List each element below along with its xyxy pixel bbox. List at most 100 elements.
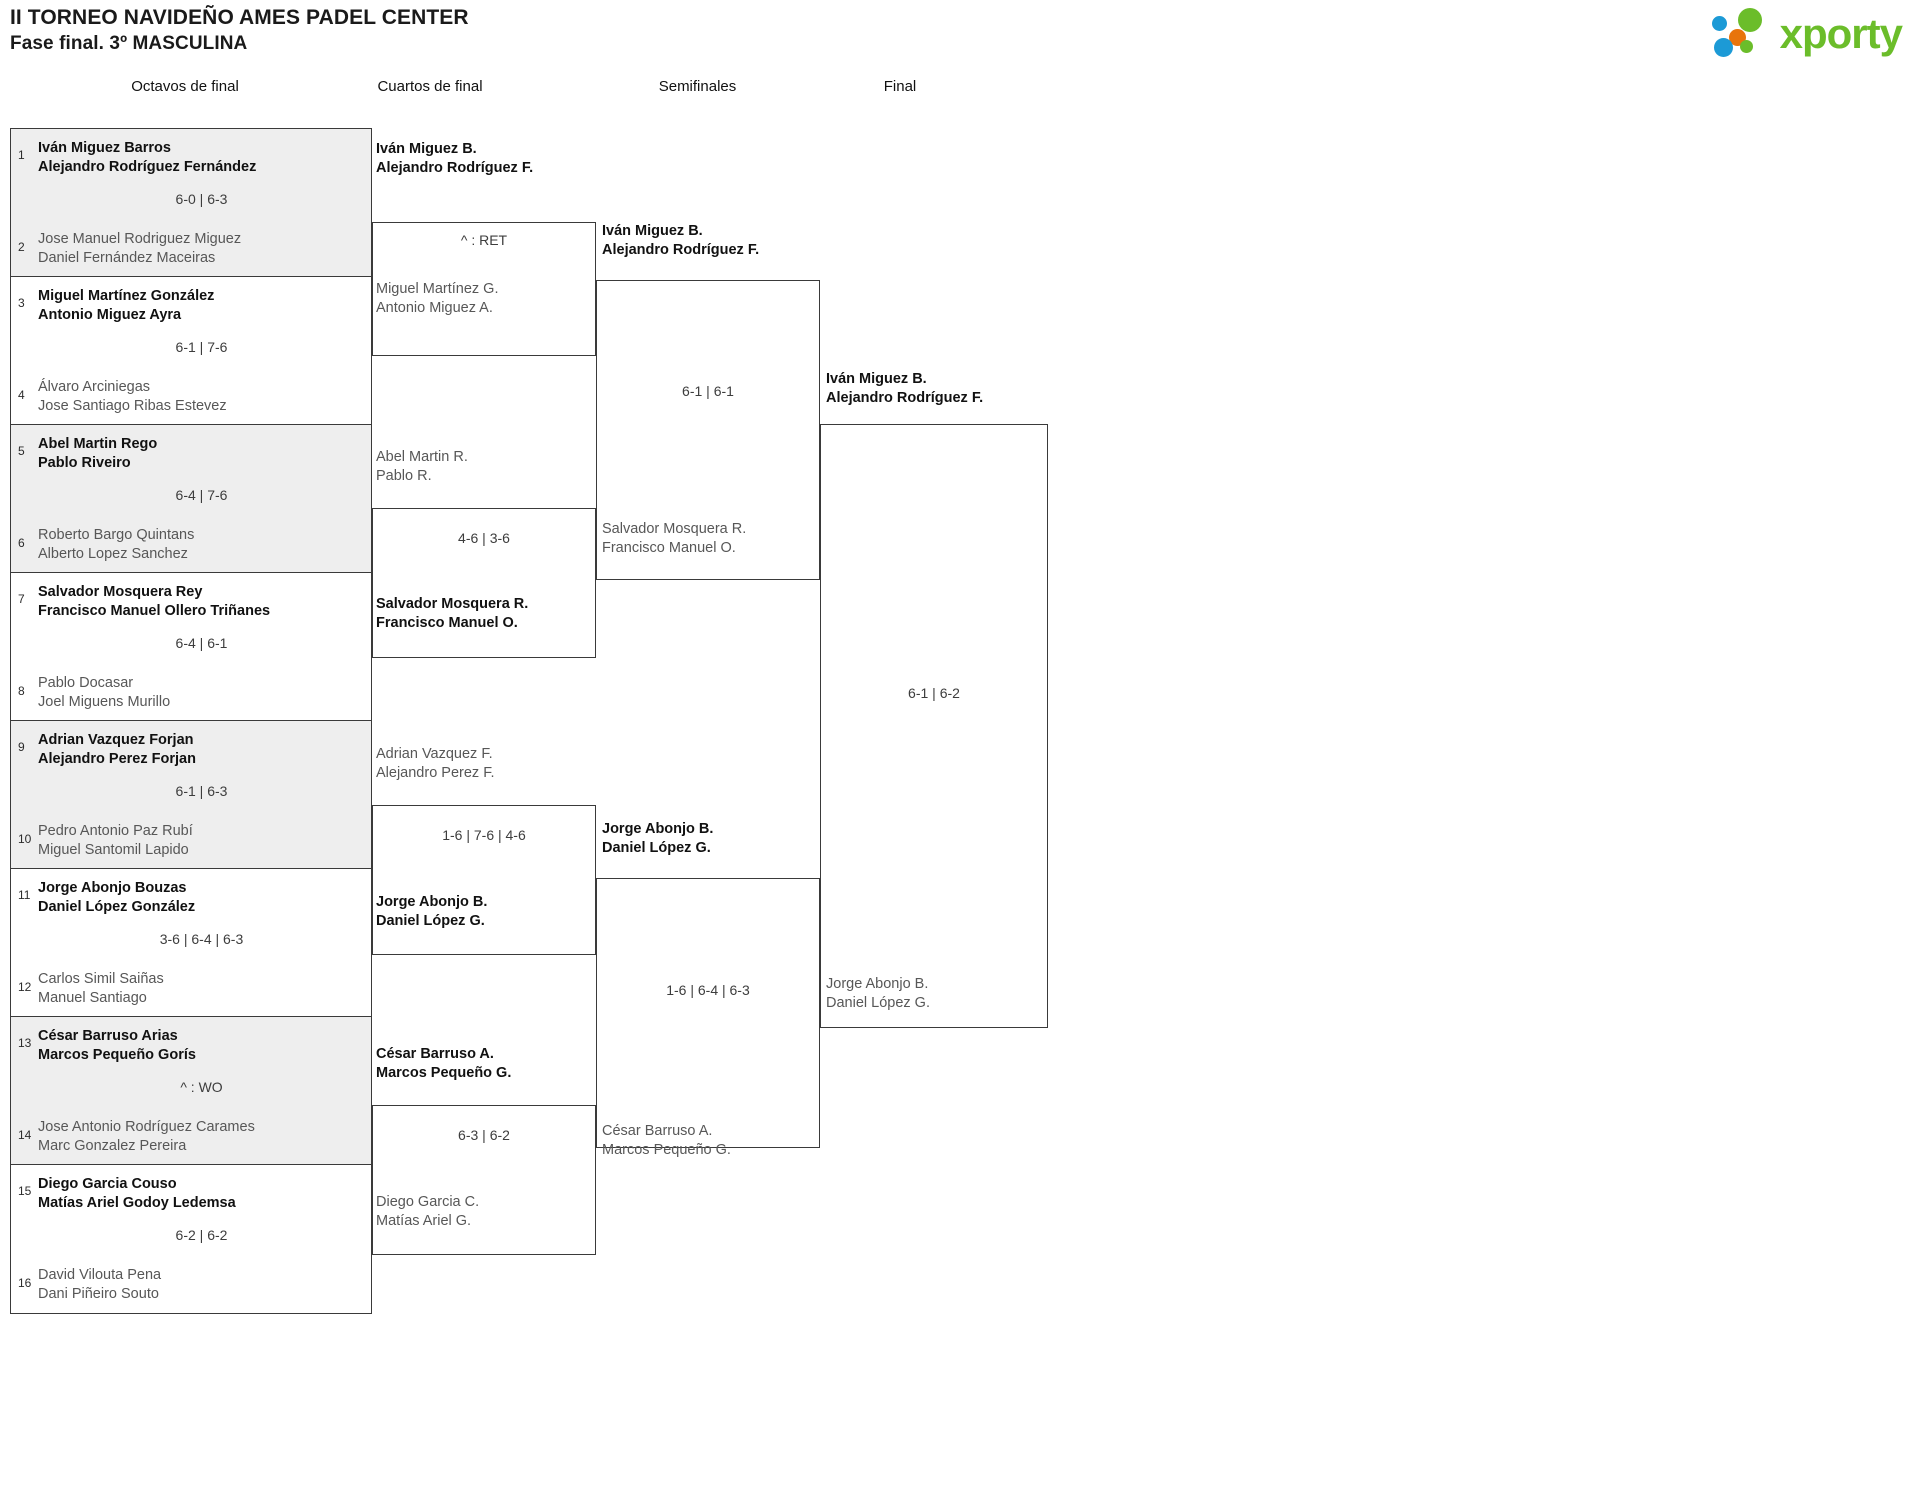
seed-number: 3 <box>18 296 25 310</box>
player-name: Miguel Martínez González <box>38 288 215 304</box>
seed-number: 11 <box>18 888 31 902</box>
player-name: Jorge Abonjo B. <box>602 821 714 837</box>
r1-team-top: Iván Miguez Barros Alejandro Rodríguez F… <box>38 139 365 177</box>
player-name: Iván Miguez Barros <box>38 140 171 156</box>
r1-team-bottom: Jose Antonio Rodríguez Carames Marc Gonz… <box>38 1118 365 1156</box>
qf1-team-bottom: Miguel Martínez G. Antonio Miguez A. <box>376 280 606 318</box>
qf1-connector <box>372 222 596 356</box>
r1-match-6[interactable]: 11 Jorge Abonjo Bouzas Daniel López Gonz… <box>11 869 371 1017</box>
seed-number: 7 <box>18 592 25 606</box>
logo-wordmark: xporty <box>1779 10 1903 57</box>
player-name: Miguel Martínez G. <box>376 281 499 297</box>
player-name: Antonio Miguez Ayra <box>38 307 182 323</box>
seed-number: 16 <box>18 1276 32 1290</box>
match-score: 6-1 | 7-6 <box>175 339 228 355</box>
r1-match-7[interactable]: 13 César Barruso Arias Marcos Pequeño Go… <box>11 1017 371 1165</box>
player-name: Diego Garcia Couso <box>38 1176 177 1192</box>
player-name: Matías Ariel Godoy Ledemsa <box>38 1195 236 1211</box>
sf1-connector <box>596 280 820 580</box>
qf3-team-top: Adrian Vazquez F. Alejandro Perez F. <box>376 745 606 783</box>
match-score: 6-4 | 7-6 <box>175 487 228 503</box>
player-name: Alejandro Rodríguez Fernández <box>38 159 257 175</box>
sf2-team-bottom: César Barruso A. Marcos Pequeño G. <box>602 1122 832 1160</box>
player-name: Manuel Santiago <box>38 990 147 1006</box>
qf3-score: 1-6 | 7-6 | 4-6 <box>442 827 526 843</box>
sf2-team-top: Jorge Abonjo B. Daniel López G. <box>602 820 832 858</box>
player-name: Alejandro Rodríguez F. <box>602 242 760 258</box>
logo-dots-icon <box>1711 8 1774 60</box>
match-score: 6-4 | 6-1 <box>175 635 228 651</box>
r1-match-4[interactable]: 7 Salvador Mosquera Rey Francisco Manuel… <box>11 573 371 721</box>
player-name: Pablo Riveiro <box>38 455 131 471</box>
qf1-score: ^ : RET <box>460 232 508 248</box>
r1-team-bottom: Roberto Bargo Quintans Alberto Lopez San… <box>38 526 365 564</box>
player-name: Francisco Manuel O. <box>376 615 518 631</box>
seed-number: 1 <box>18 148 25 162</box>
round-header-final: Final <box>883 78 917 95</box>
r1-team-top: Adrian Vazquez Forjan Alejandro Perez Fo… <box>38 731 365 769</box>
final-team-top: Iván Miguez B. Alejandro Rodríguez F. <box>826 370 1076 408</box>
r1-team-top: César Barruso Arias Marcos Pequeño Gorís <box>38 1027 365 1065</box>
seed-number: 6 <box>18 536 25 550</box>
qf2-team-top: Abel Martin R. Pablo R. <box>376 448 606 486</box>
player-name: Francisco Manuel O. <box>602 540 736 556</box>
player-name: Adrian Vazquez Forjan <box>38 732 194 748</box>
r1-team-bottom: Pablo Docasar Joel Miguens Murillo <box>38 674 365 712</box>
xporty-logo[interactable]: xporty <box>1711 8 1903 60</box>
player-name: Alberto Lopez Sanchez <box>38 546 188 562</box>
player-name: Pablo R. <box>376 468 432 484</box>
player-name: Abel Martin Rego <box>38 436 158 452</box>
player-name: Iván Miguez B. <box>826 371 927 387</box>
seed-number: 8 <box>18 684 25 698</box>
player-name: Marcos Pequeño G. <box>602 1142 731 1158</box>
player-name: Marcos Pequeño Gorís <box>38 1047 196 1063</box>
r1-team-bottom: Pedro Antonio Paz Rubí Miguel Santomil L… <box>38 822 365 860</box>
qf3-connector <box>372 805 596 955</box>
player-name: Jorge Abonjo B. <box>826 976 929 992</box>
player-name: Jose Santiago Ribas Estevez <box>38 398 227 414</box>
page-title: II TORNEO NAVIDEÑO AMES PADEL CENTER Fas… <box>10 5 469 57</box>
player-name: Marcos Pequeño G. <box>376 1065 512 1081</box>
r1-match-2[interactable]: 3 Miguel Martínez González Antonio Migue… <box>11 277 371 425</box>
player-name: Alejandro Perez Forjan <box>38 751 196 767</box>
player-name: Roberto Bargo Quintans <box>38 527 195 543</box>
match-score: 6-2 | 6-2 <box>175 1227 228 1243</box>
player-name: Jose Antonio Rodríguez Carames <box>38 1119 255 1135</box>
player-name: Pablo Docasar <box>38 675 134 691</box>
sf1-team-bottom: Salvador Mosquera R. Francisco Manuel O. <box>602 520 832 558</box>
player-name: Salvador Mosquera R. <box>376 596 529 612</box>
r1-match-1[interactable]: 1 Iván Miguez Barros Alejandro Rodríguez… <box>11 129 371 277</box>
round1-bracket: 1 Iván Miguez Barros Alejandro Rodríguez… <box>10 128 372 1314</box>
qf2-connector <box>372 508 596 658</box>
match-score: 6-1 | 6-3 <box>175 783 228 799</box>
seed-number: 10 <box>18 832 32 846</box>
r1-team-bottom: Carlos Simil Saiñas Manuel Santiago <box>38 970 365 1008</box>
seed-number: 15 <box>18 1184 32 1198</box>
player-name: Diego Garcia C. <box>376 1194 480 1210</box>
r1-match-8[interactable]: 15 Diego Garcia Couso Matías Ariel Godoy… <box>11 1165 371 1313</box>
qf4-team-bottom: Diego Garcia C. Matías Ariel G. <box>376 1193 606 1231</box>
final-connector <box>820 424 1048 1028</box>
qf4-connector <box>372 1105 596 1255</box>
player-name: Alejandro Rodríguez F. <box>826 390 984 406</box>
sf1-team-top: Iván Miguez B. Alejandro Rodríguez F. <box>602 222 832 260</box>
seed-number: 12 <box>18 980 32 994</box>
r1-team-bottom: Álvaro Arciniegas Jose Santiago Ribas Es… <box>38 378 365 416</box>
qf4-score: 6-3 | 6-2 <box>458 1127 510 1143</box>
qf2-team-bottom: Salvador Mosquera R. Francisco Manuel O. <box>376 595 606 633</box>
seed-number: 14 <box>18 1128 32 1142</box>
r1-team-top: Miguel Martínez González Antonio Miguez … <box>38 287 365 325</box>
player-name: Álvaro Arciniegas <box>38 379 151 395</box>
r1-match-5[interactable]: 9 Adrian Vazquez Forjan Alejandro Perez … <box>11 721 371 869</box>
player-name: Daniel López G. <box>376 913 485 929</box>
sf2-score: 1-6 | 6-4 | 6-3 <box>666 982 750 998</box>
sf1-score: 6-1 | 6-1 <box>682 383 734 399</box>
r1-match-3[interactable]: 5 Abel Martin Rego Pablo Riveiro 6-4 | 7… <box>11 425 371 573</box>
r1-team-bottom: David Vilouta Pena Dani Piñeiro Souto <box>38 1266 365 1304</box>
qf3-team-bottom: Jorge Abonjo B. Daniel López G. <box>376 893 606 931</box>
player-name: Jorge Abonjo B. <box>376 894 488 910</box>
player-name: Alejandro Perez F. <box>376 765 495 781</box>
player-name: Antonio Miguez A. <box>376 300 493 316</box>
qf2-score: 4-6 | 3-6 <box>458 530 510 546</box>
player-name: Dani Piñeiro Souto <box>38 1286 159 1302</box>
